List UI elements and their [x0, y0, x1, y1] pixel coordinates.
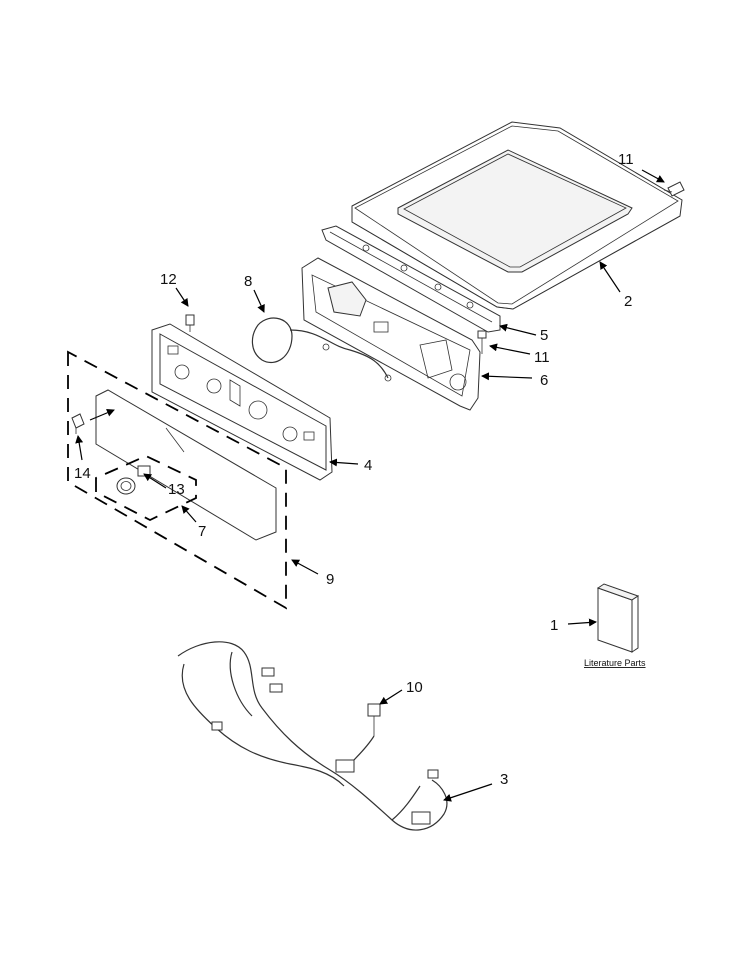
- callout-3: 3: [500, 771, 508, 788]
- callout-9: 9: [326, 571, 334, 588]
- literature-parts-label: Literature Parts: [584, 658, 646, 668]
- assembly-boundary-9: [67, 350, 287, 610]
- screw-12: [185, 314, 195, 332]
- callout-5: 5: [540, 327, 548, 344]
- callout-labels: 11 2 5 11 6 8 12 4 14 13 7 9 1 10 3 Lite…: [74, 151, 646, 788]
- callout-13: 13: [168, 481, 185, 498]
- bracket-strip: [321, 225, 501, 333]
- leader-lines: [75, 169, 665, 802]
- callout-11-top: 11: [618, 151, 634, 168]
- sensor-10: [367, 703, 381, 736]
- screw-top: [663, 181, 685, 197]
- callout-14: 14: [74, 465, 91, 482]
- console-panel: [151, 323, 333, 481]
- wire-harness: [177, 641, 448, 831]
- callout-1: 1: [550, 617, 558, 634]
- top-panel: [351, 121, 683, 310]
- callout-6: 6: [540, 372, 548, 389]
- literature-booklet: [596, 583, 640, 653]
- screw-mid: [477, 330, 487, 354]
- interface-overlay: [95, 389, 277, 541]
- callout-4: 4: [364, 457, 372, 474]
- callout-7: 7: [198, 523, 206, 540]
- knob: [116, 465, 151, 495]
- callout-12: 12: [160, 271, 177, 288]
- wire-loop: [251, 317, 392, 382]
- callout-11-mid: 11: [534, 349, 550, 366]
- clip-14: [71, 413, 85, 434]
- control-panel-back: [301, 257, 481, 411]
- callout-10: 10: [406, 679, 423, 696]
- assembly-boundary-7: [95, 455, 197, 522]
- callout-8: 8: [244, 273, 252, 290]
- callout-2: 2: [624, 293, 632, 310]
